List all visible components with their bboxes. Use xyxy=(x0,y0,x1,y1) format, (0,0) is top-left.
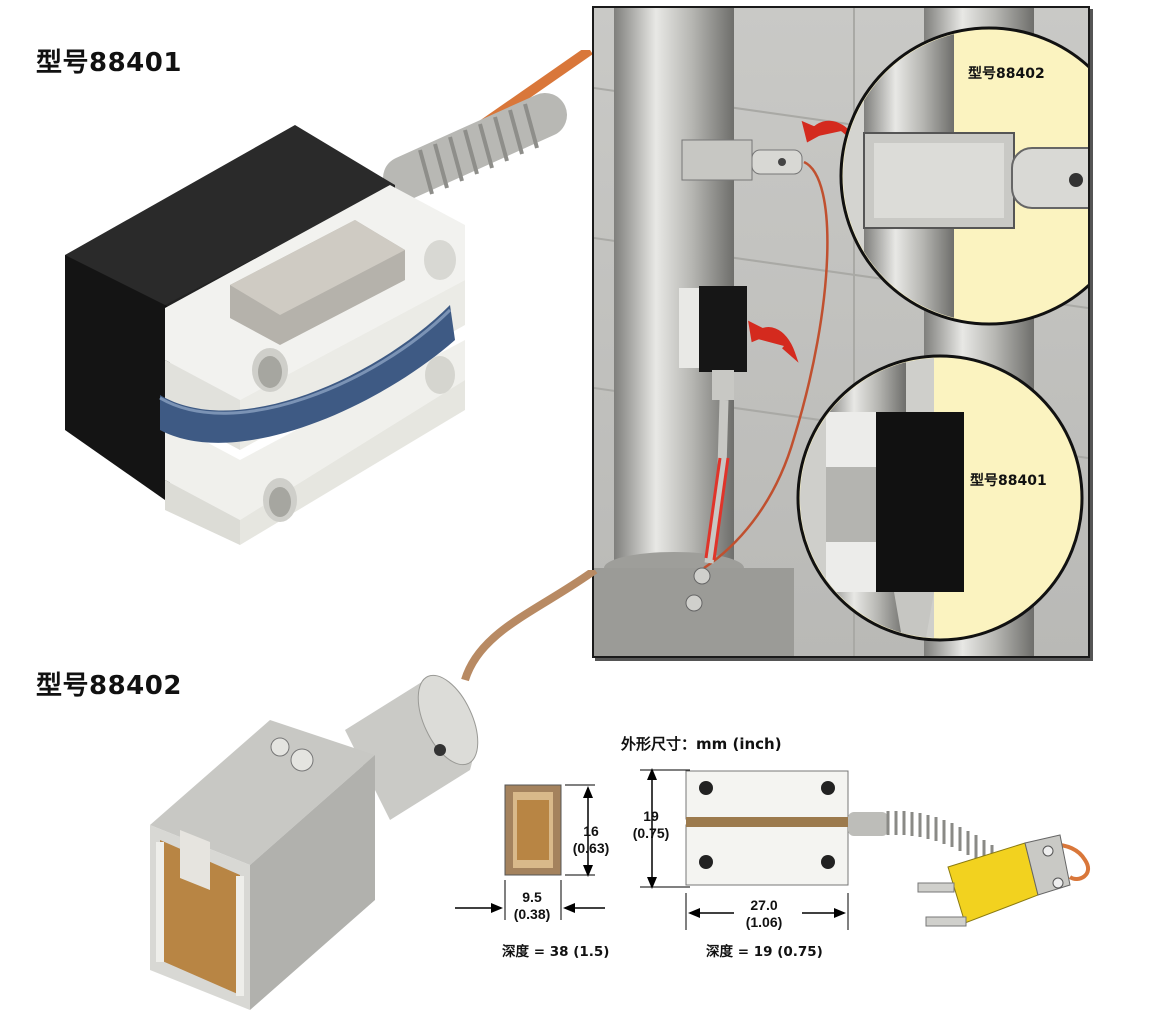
installation-photo: 型号88402 型号88401 xyxy=(592,6,1090,658)
large-sensor-drawing xyxy=(640,768,1090,930)
callout-88401-label: 型号88401 xyxy=(970,473,1047,489)
model-88402-title: 型号88402 xyxy=(36,671,182,701)
small-depth-dimension: 深度 = 38 (1.5) xyxy=(502,944,610,960)
small-sensor-drawing xyxy=(455,784,605,920)
model-88401-sensor-illustration xyxy=(65,50,593,545)
callout-88401-circle xyxy=(796,354,1084,642)
large-width-dimension: 27.0 (1.06) xyxy=(745,897,783,930)
red-arrow-bottom-icon xyxy=(748,320,799,363)
callout-88402-label: 型号88402 xyxy=(968,66,1045,82)
large-depth-dimension: 深度 = 19 (0.75) xyxy=(706,944,823,960)
spring-strain-relief xyxy=(383,93,567,200)
callout-88402-circle xyxy=(839,26,1088,326)
small-height-dimension: 16 (0.63) xyxy=(572,823,610,856)
dimensions-title: 外形尺寸：mm (inch) xyxy=(621,735,782,753)
installation-photo-art xyxy=(594,8,1088,656)
large-height-dimension: 19 (0.75) xyxy=(632,808,670,841)
model-88402-sensor-illustration xyxy=(150,570,598,1010)
small-width-dimension: 9.5 (0.38) xyxy=(513,889,551,922)
model-88401-title: 型号88401 xyxy=(36,48,182,78)
